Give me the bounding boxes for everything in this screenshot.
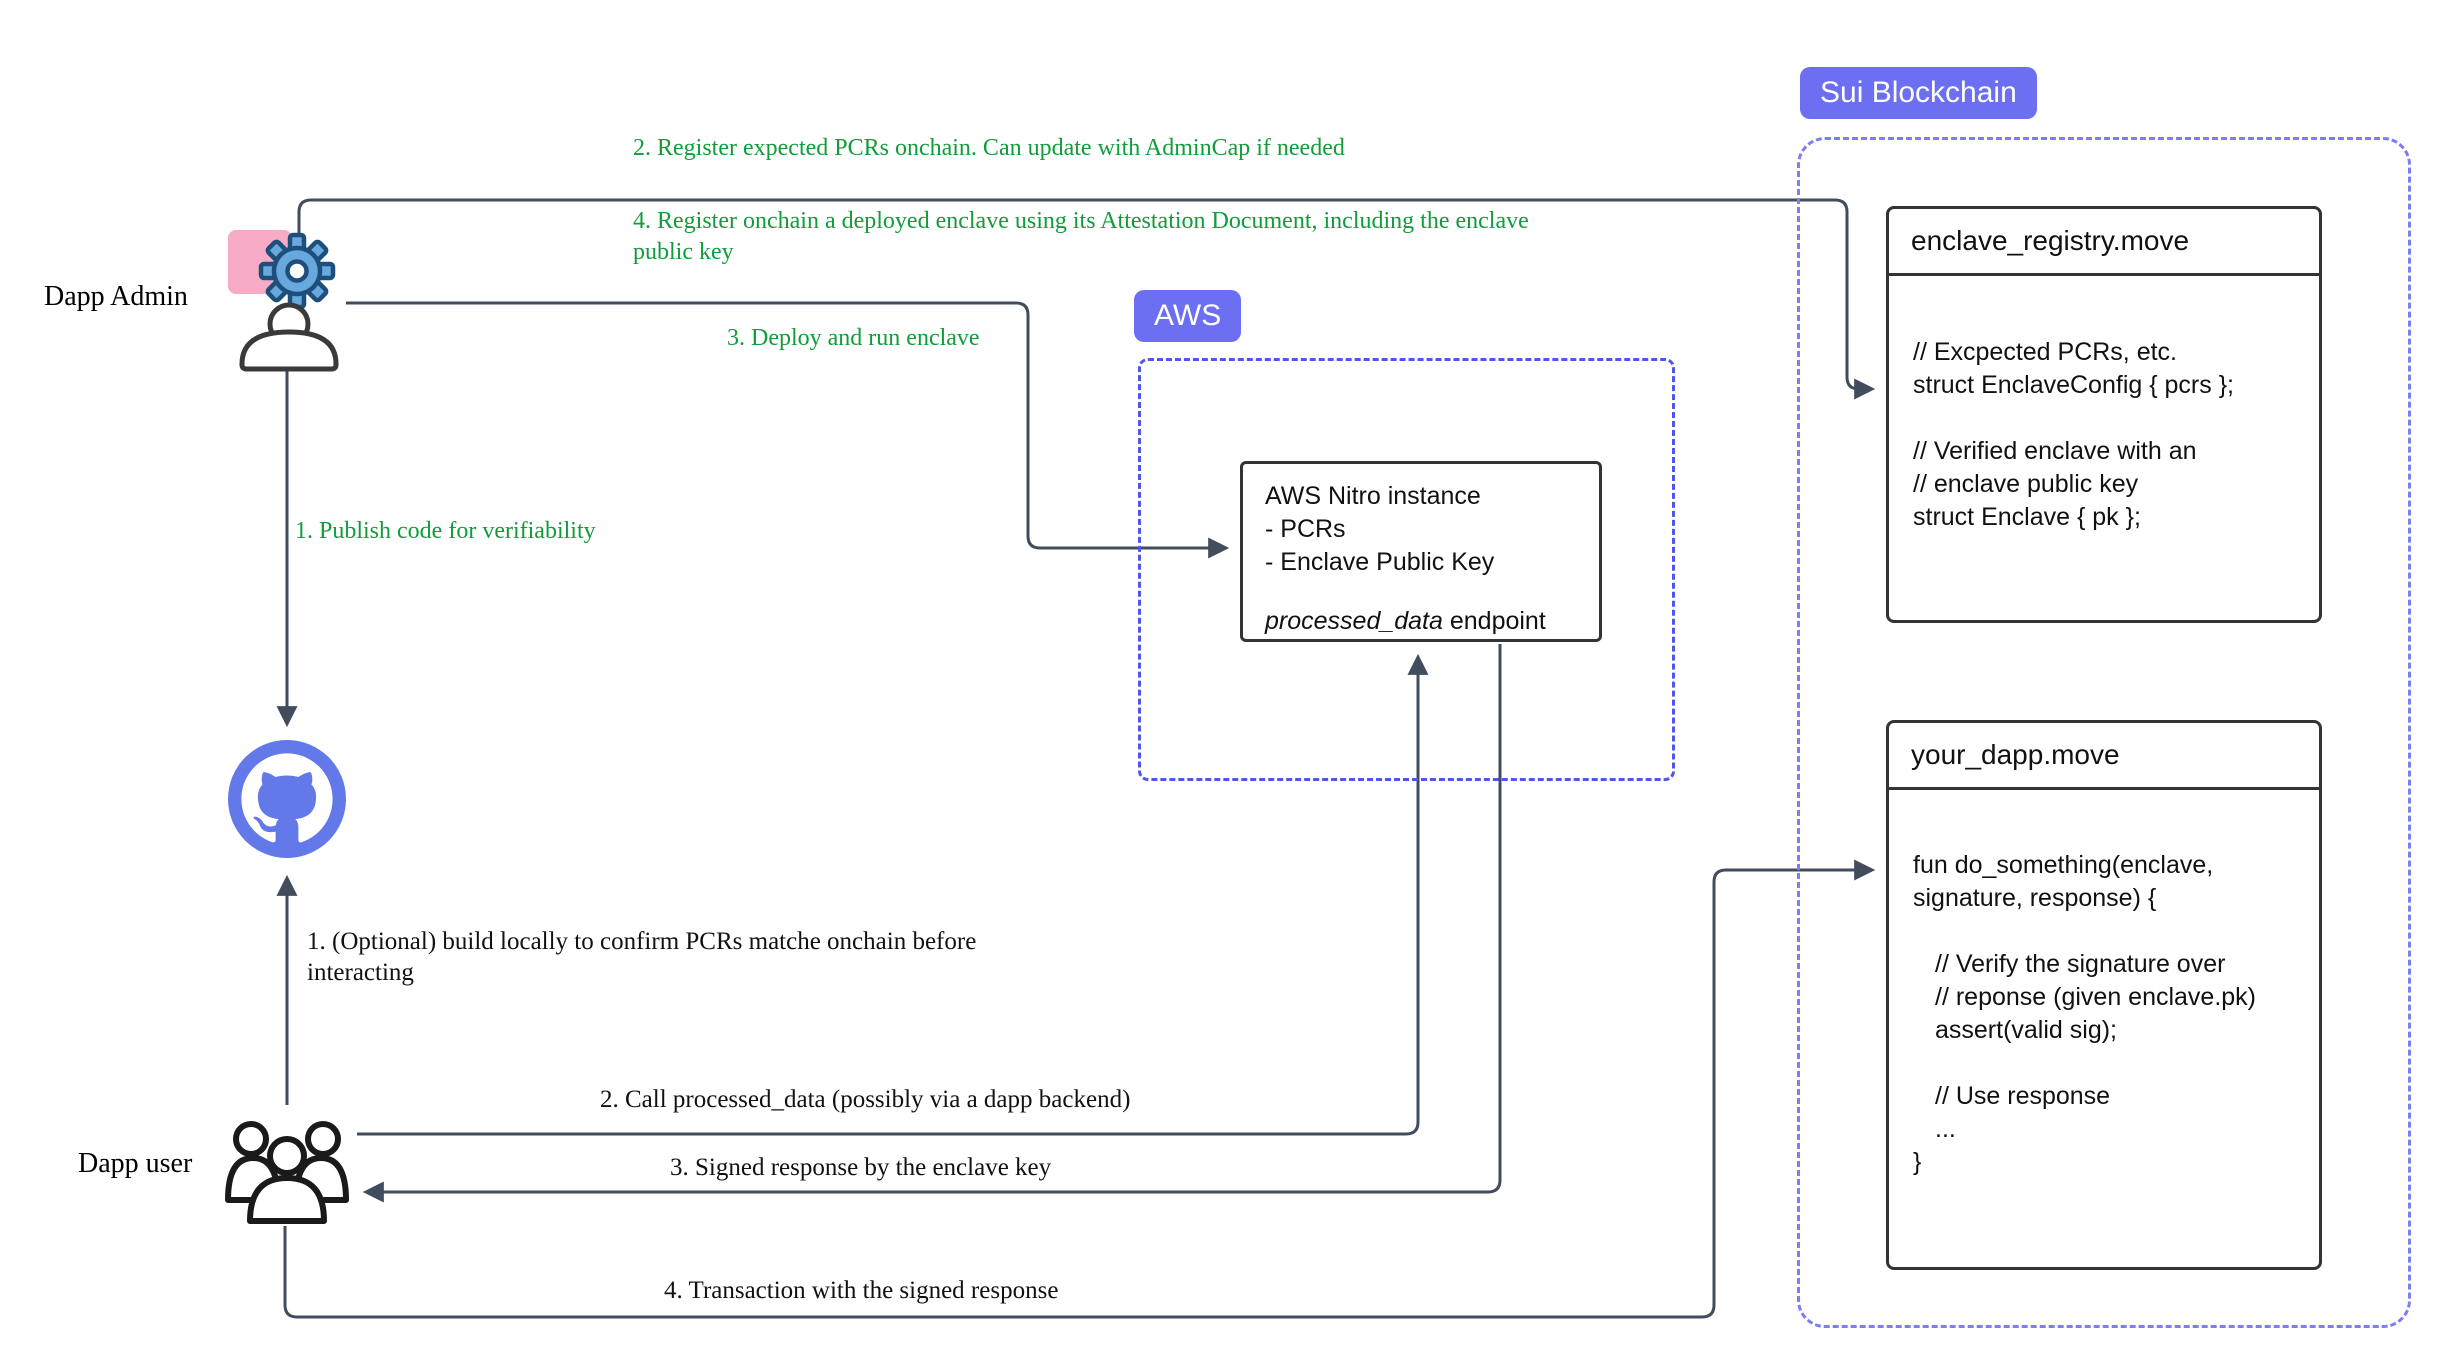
- endpoint-suffix: endpoint: [1442, 607, 1546, 635]
- endpoint-name: processed_data: [1265, 607, 1443, 635]
- dapp-admin-icon: [228, 230, 339, 372]
- nitro-endpoint-line: processed_data endpoint: [1265, 605, 1577, 638]
- github-icon: [228, 740, 346, 858]
- nitro-item-pcrs: - PCRs: [1265, 515, 1346, 543]
- your-dapp-title: your_dapp.move: [1889, 723, 2319, 790]
- sui-blockchain-badge: Sui Blockchain: [1800, 67, 2037, 119]
- user-step4-label: 4. Transaction with the signed response: [664, 1277, 1059, 1304]
- registry-code-line: [1913, 402, 2295, 435]
- admin-step2-label: 2. Register expected PCRs onchain. Can u…: [633, 135, 1345, 161]
- dapp-code-line: [1913, 915, 2295, 948]
- nitro-instance-box: AWS Nitro instance - PCRs - Enclave Publ…: [1240, 461, 1602, 642]
- dapp-code-line: // Use response: [1935, 1082, 2111, 1110]
- dapp-code-line: ...: [1935, 1115, 1956, 1143]
- user-step3-label: 3. Signed response by the enclave key: [670, 1154, 1052, 1181]
- registry-code-line: // enclave public key: [1913, 470, 2139, 498]
- arrow-signed-response: [362, 644, 1502, 1203]
- registry-code-line: // Excpected PCRs, etc.: [1913, 338, 2177, 366]
- dapp-admin-label: Dapp Admin: [44, 281, 188, 312]
- admin-step4-label: 4. Register onchain a deployed enclave u…: [633, 208, 1529, 265]
- dapp-code-line: // Verify the signature over: [1935, 950, 2226, 978]
- arrow-deploy-enclave: [346, 301, 1230, 559]
- gear-icon: [258, 232, 336, 310]
- enclave-registry-title: enclave_registry.move: [1889, 209, 2319, 276]
- arrow-register-pcrs: [297, 198, 1876, 400]
- arrow-call-processed-data: [357, 653, 1429, 1136]
- user-step2-label: 2. Call processed_data (possibly via a d…: [600, 1086, 1131, 1113]
- dapp-code-line: }: [1913, 1148, 1922, 1176]
- sui-blockchain-container: [1797, 137, 2411, 1328]
- aws-container: [1138, 358, 1675, 781]
- nitro-title: AWS Nitro instance: [1265, 482, 1481, 510]
- dapp-user-label: Dapp user: [78, 1148, 193, 1179]
- aws-badge: AWS: [1134, 290, 1242, 342]
- enclave-registry-box: enclave_registry.move // Excpected PCRs,…: [1886, 206, 2322, 623]
- dapp-user-icon: [225, 1121, 349, 1224]
- admin-step1-label: 1. Publish code for verifiability: [295, 518, 596, 544]
- dapp-code-line: assert(valid sig);: [1935, 1016, 2117, 1044]
- registry-code-line: struct Enclave { pk };: [1913, 503, 2141, 531]
- nitro-item-public-key: - Enclave Public Key: [1265, 548, 1495, 576]
- dapp-code-line: signature, response) {: [1913, 884, 2157, 912]
- admin-person-icon: [239, 302, 339, 372]
- dapp-code-line: // reponse (given enclave.pk): [1935, 983, 2257, 1011]
- your-dapp-box: your_dapp.move fun do_something(enclave,…: [1886, 720, 2322, 1270]
- arrow-transaction: [283, 859, 1876, 1319]
- registry-code-line: // Verified enclave with an: [1913, 437, 2197, 465]
- admin-step3-label: 3. Deploy and run enclave: [727, 325, 980, 351]
- dapp-code-line: fun do_something(enclave,: [1913, 851, 2214, 879]
- dapp-code-line: [1913, 1047, 2295, 1080]
- registry-code-line: struct EnclaveConfig { pcrs };: [1913, 371, 2234, 399]
- user-step1-label: 1. (Optional) build locally to confirm P…: [307, 928, 977, 986]
